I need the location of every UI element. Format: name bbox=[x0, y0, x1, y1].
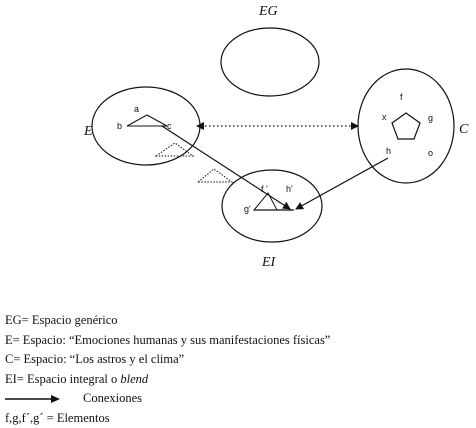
ei-triangle bbox=[254, 193, 277, 210]
legend: EG= Espacio genérico E= Espacio: “Emocio… bbox=[5, 311, 473, 428]
legend-arrow-icon bbox=[5, 394, 61, 404]
blending-diagram: EG E a b c C f x g h o EI f ' h' g' bbox=[0, 0, 476, 300]
c-pentagon bbox=[392, 113, 420, 139]
e-to-ei-arrow bbox=[162, 126, 290, 209]
c-element-h: h bbox=[386, 146, 391, 156]
dotted-triangle-lower bbox=[198, 169, 232, 182]
eg-space-label: EG bbox=[258, 4, 278, 19]
c-space-circle bbox=[358, 69, 454, 183]
legend-ei-blend: blend bbox=[120, 372, 148, 386]
e-element-a: a bbox=[134, 104, 139, 114]
eg-space-circle bbox=[221, 28, 319, 96]
c-element-f: f bbox=[400, 92, 403, 102]
c-element-o: o bbox=[428, 148, 433, 158]
c-element-g: g bbox=[428, 113, 433, 123]
legend-eg: EG= Espacio genérico bbox=[5, 311, 473, 331]
ei-element-g: g' bbox=[244, 204, 251, 214]
c-space-label: C bbox=[459, 122, 469, 137]
legend-ei-text: EI= Espacio integral o bbox=[5, 372, 120, 386]
legend-elements: f,g,f´,g´ = Elementos bbox=[5, 409, 473, 428]
ei-element-h: h' bbox=[286, 184, 293, 194]
legend-ei: EI= Espacio integral o blend bbox=[5, 370, 473, 390]
e-element-b: b bbox=[117, 121, 122, 131]
legend-e: E= Espacio: “Emociones humanas y sus man… bbox=[5, 331, 473, 351]
legend-connections-text: Conexiones bbox=[83, 391, 142, 405]
c-element-x: x bbox=[382, 112, 387, 122]
ei-space-circle bbox=[222, 170, 322, 242]
legend-c: C= Espacio: “Los astros y el clima” bbox=[5, 350, 473, 370]
ei-space-label: EI bbox=[261, 255, 277, 270]
c-to-ei-arrow bbox=[296, 158, 388, 209]
legend-connections: Conexiones bbox=[5, 389, 473, 409]
e-triangle bbox=[127, 115, 167, 126]
dotted-triangle-upper bbox=[156, 143, 193, 156]
